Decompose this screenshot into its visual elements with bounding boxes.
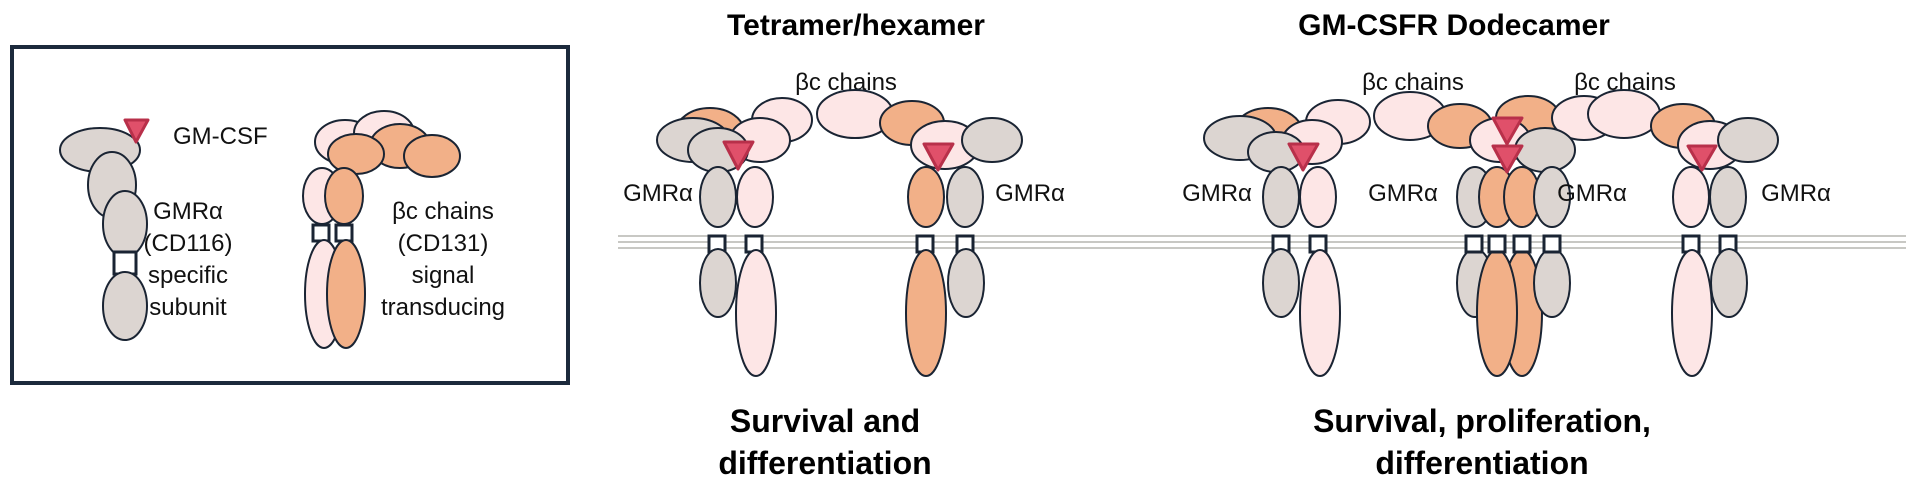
tetramer-ligand-right bbox=[922, 142, 955, 172]
legend-beta-line-4: transducing bbox=[381, 294, 505, 321]
legend-alpha-line-2: (CD116) bbox=[144, 230, 233, 257]
legend-alpha-line-3: specific bbox=[148, 262, 228, 289]
legend-ligand-triangle bbox=[123, 118, 150, 144]
tetramer-outcome-line-2: differentiation bbox=[718, 445, 931, 481]
dodecamer-alpha-label-2: GMRα bbox=[1368, 180, 1438, 207]
cell-membrane bbox=[618, 235, 1906, 249]
legend-alpha-subunit bbox=[59, 127, 148, 341]
dodecamer-ligand-1 bbox=[1287, 142, 1320, 172]
legend-alpha-line-1: GMRα bbox=[153, 198, 223, 225]
dodecamer-alpha-label-1: GMRα bbox=[1182, 180, 1252, 207]
tetramer-title: Tetramer/hexamer bbox=[727, 9, 985, 42]
legend-beta-line-1: βc chains bbox=[392, 198, 494, 225]
dodecamer-outcome-line-2: differentiation bbox=[1375, 445, 1588, 481]
tetramer-alpha-label-left: GMRα bbox=[623, 180, 693, 207]
legend-alpha-line-4: subunit bbox=[149, 294, 227, 321]
dodecamer-alpha-label-4: GMRα bbox=[1761, 180, 1831, 207]
legend-beta-line-2: (CD131) bbox=[398, 230, 489, 257]
dodecamer-complex bbox=[1203, 89, 1779, 377]
legend-ligand-label: GM-CSF bbox=[173, 123, 268, 150]
dodecamer-alpha-label-3: GMRα bbox=[1557, 180, 1627, 207]
legend-beta-line-3: signal bbox=[412, 262, 475, 289]
dodecamer-outcome-line-1: Survival, proliferation, bbox=[1313, 403, 1651, 439]
tetramer-complex bbox=[656, 89, 1023, 377]
dodecamer-title: GM-CSFR Dodecamer bbox=[1298, 9, 1610, 42]
tetramer-outcome-line-1: Survival and bbox=[730, 403, 920, 439]
dodecamer-ligand-4 bbox=[1686, 144, 1718, 172]
dodecamer-ligand-3 bbox=[1491, 144, 1524, 174]
tetramer-alpha-label-right: GMRα bbox=[995, 180, 1065, 207]
tetramer-ligand-left bbox=[722, 140, 755, 171]
legend-beta-chains bbox=[302, 110, 461, 349]
dodecamer-ligand-2 bbox=[1491, 116, 1524, 146]
